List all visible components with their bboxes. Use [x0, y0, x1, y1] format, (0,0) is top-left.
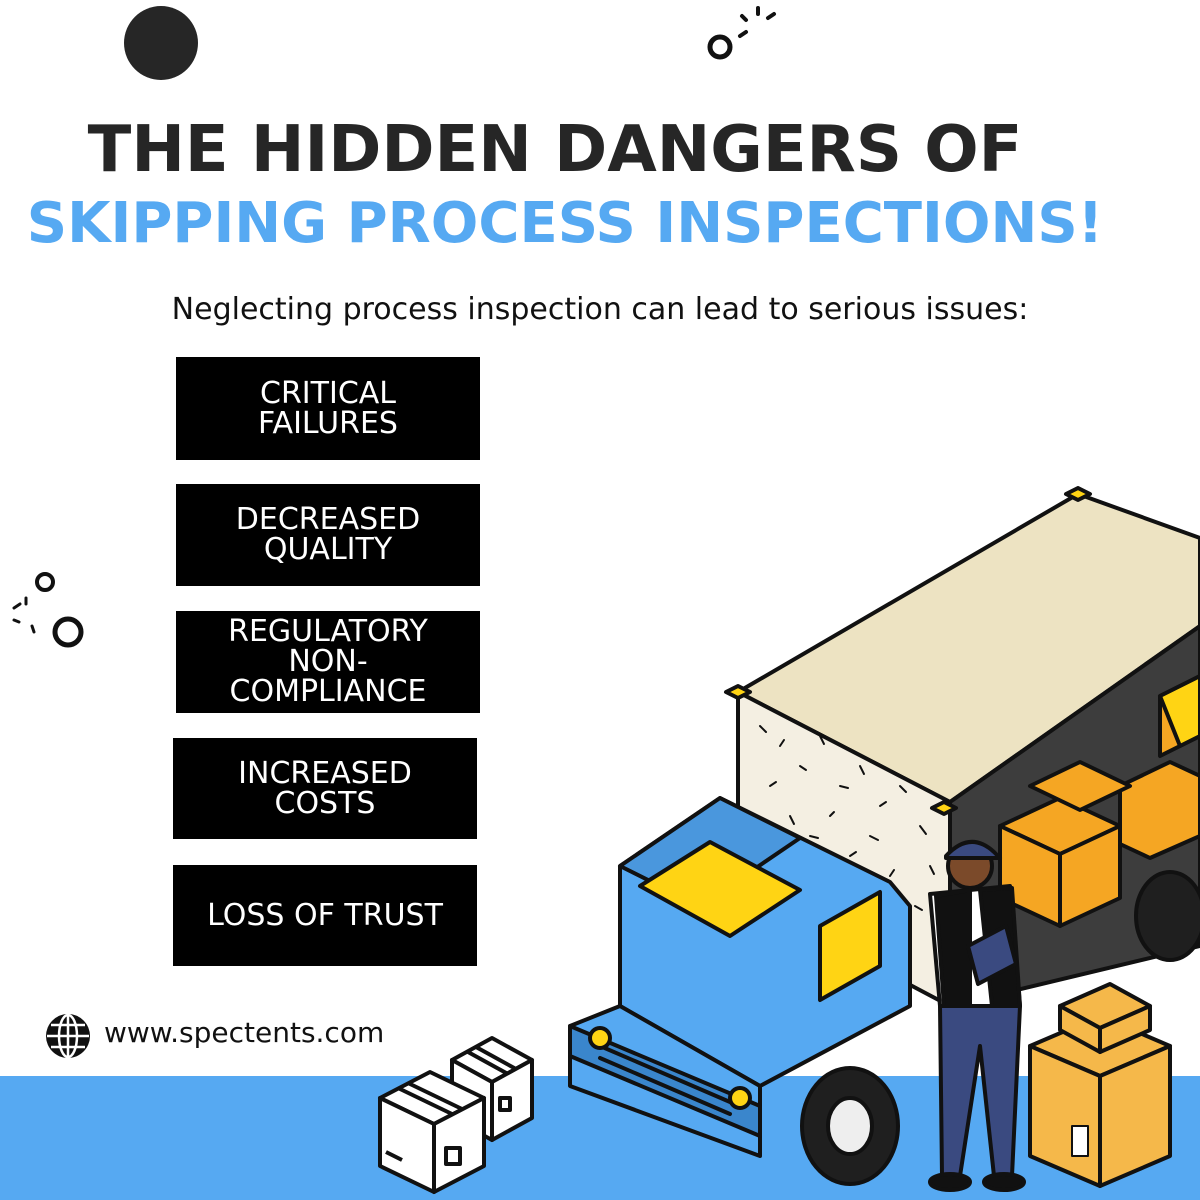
issue-label: DECREASED QUALITY — [235, 502, 421, 567]
sparkle-circle-decoration — [707, 6, 776, 60]
issue-box-regulatory-non-compliance: REGULATORY NON-COMPLIANCE — [176, 611, 480, 713]
issue-box-loss-of-trust: LOSS OF TRUST — [173, 865, 477, 966]
page-title: THE HIDDEN DANGERS OF — [87, 113, 1023, 187]
issue-box-increased-costs: INCREASED COSTS — [173, 738, 477, 839]
issue-label: REGULATORY NON-COMPLIANCE — [228, 614, 428, 709]
delivery-truck-with-worker-illustration — [568, 486, 1200, 1192]
issue-label: CRITICAL FAILURES — [258, 375, 398, 441]
issue-label: LOSS OF TRUST — [207, 897, 443, 933]
dark-circle-decoration — [124, 6, 198, 80]
issue-label: INCREASED COSTS — [238, 755, 412, 821]
outline-boxes-illustration — [378, 1036, 534, 1194]
website-link[interactable]: www.spectents.com — [104, 1016, 385, 1049]
page-title-highlight: SKIPPING PROCESS INSPECTIONS! — [26, 191, 1104, 256]
globe-icon — [46, 1013, 90, 1059]
issue-box-decreased-quality: DECREASED QUALITY — [176, 484, 480, 586]
issue-box-critical-failures: CRITICAL FAILURES — [176, 357, 480, 460]
sparkle-circle-decoration-left — [12, 572, 84, 648]
intro-text: Neglecting process inspection can lead t… — [171, 292, 1029, 327]
